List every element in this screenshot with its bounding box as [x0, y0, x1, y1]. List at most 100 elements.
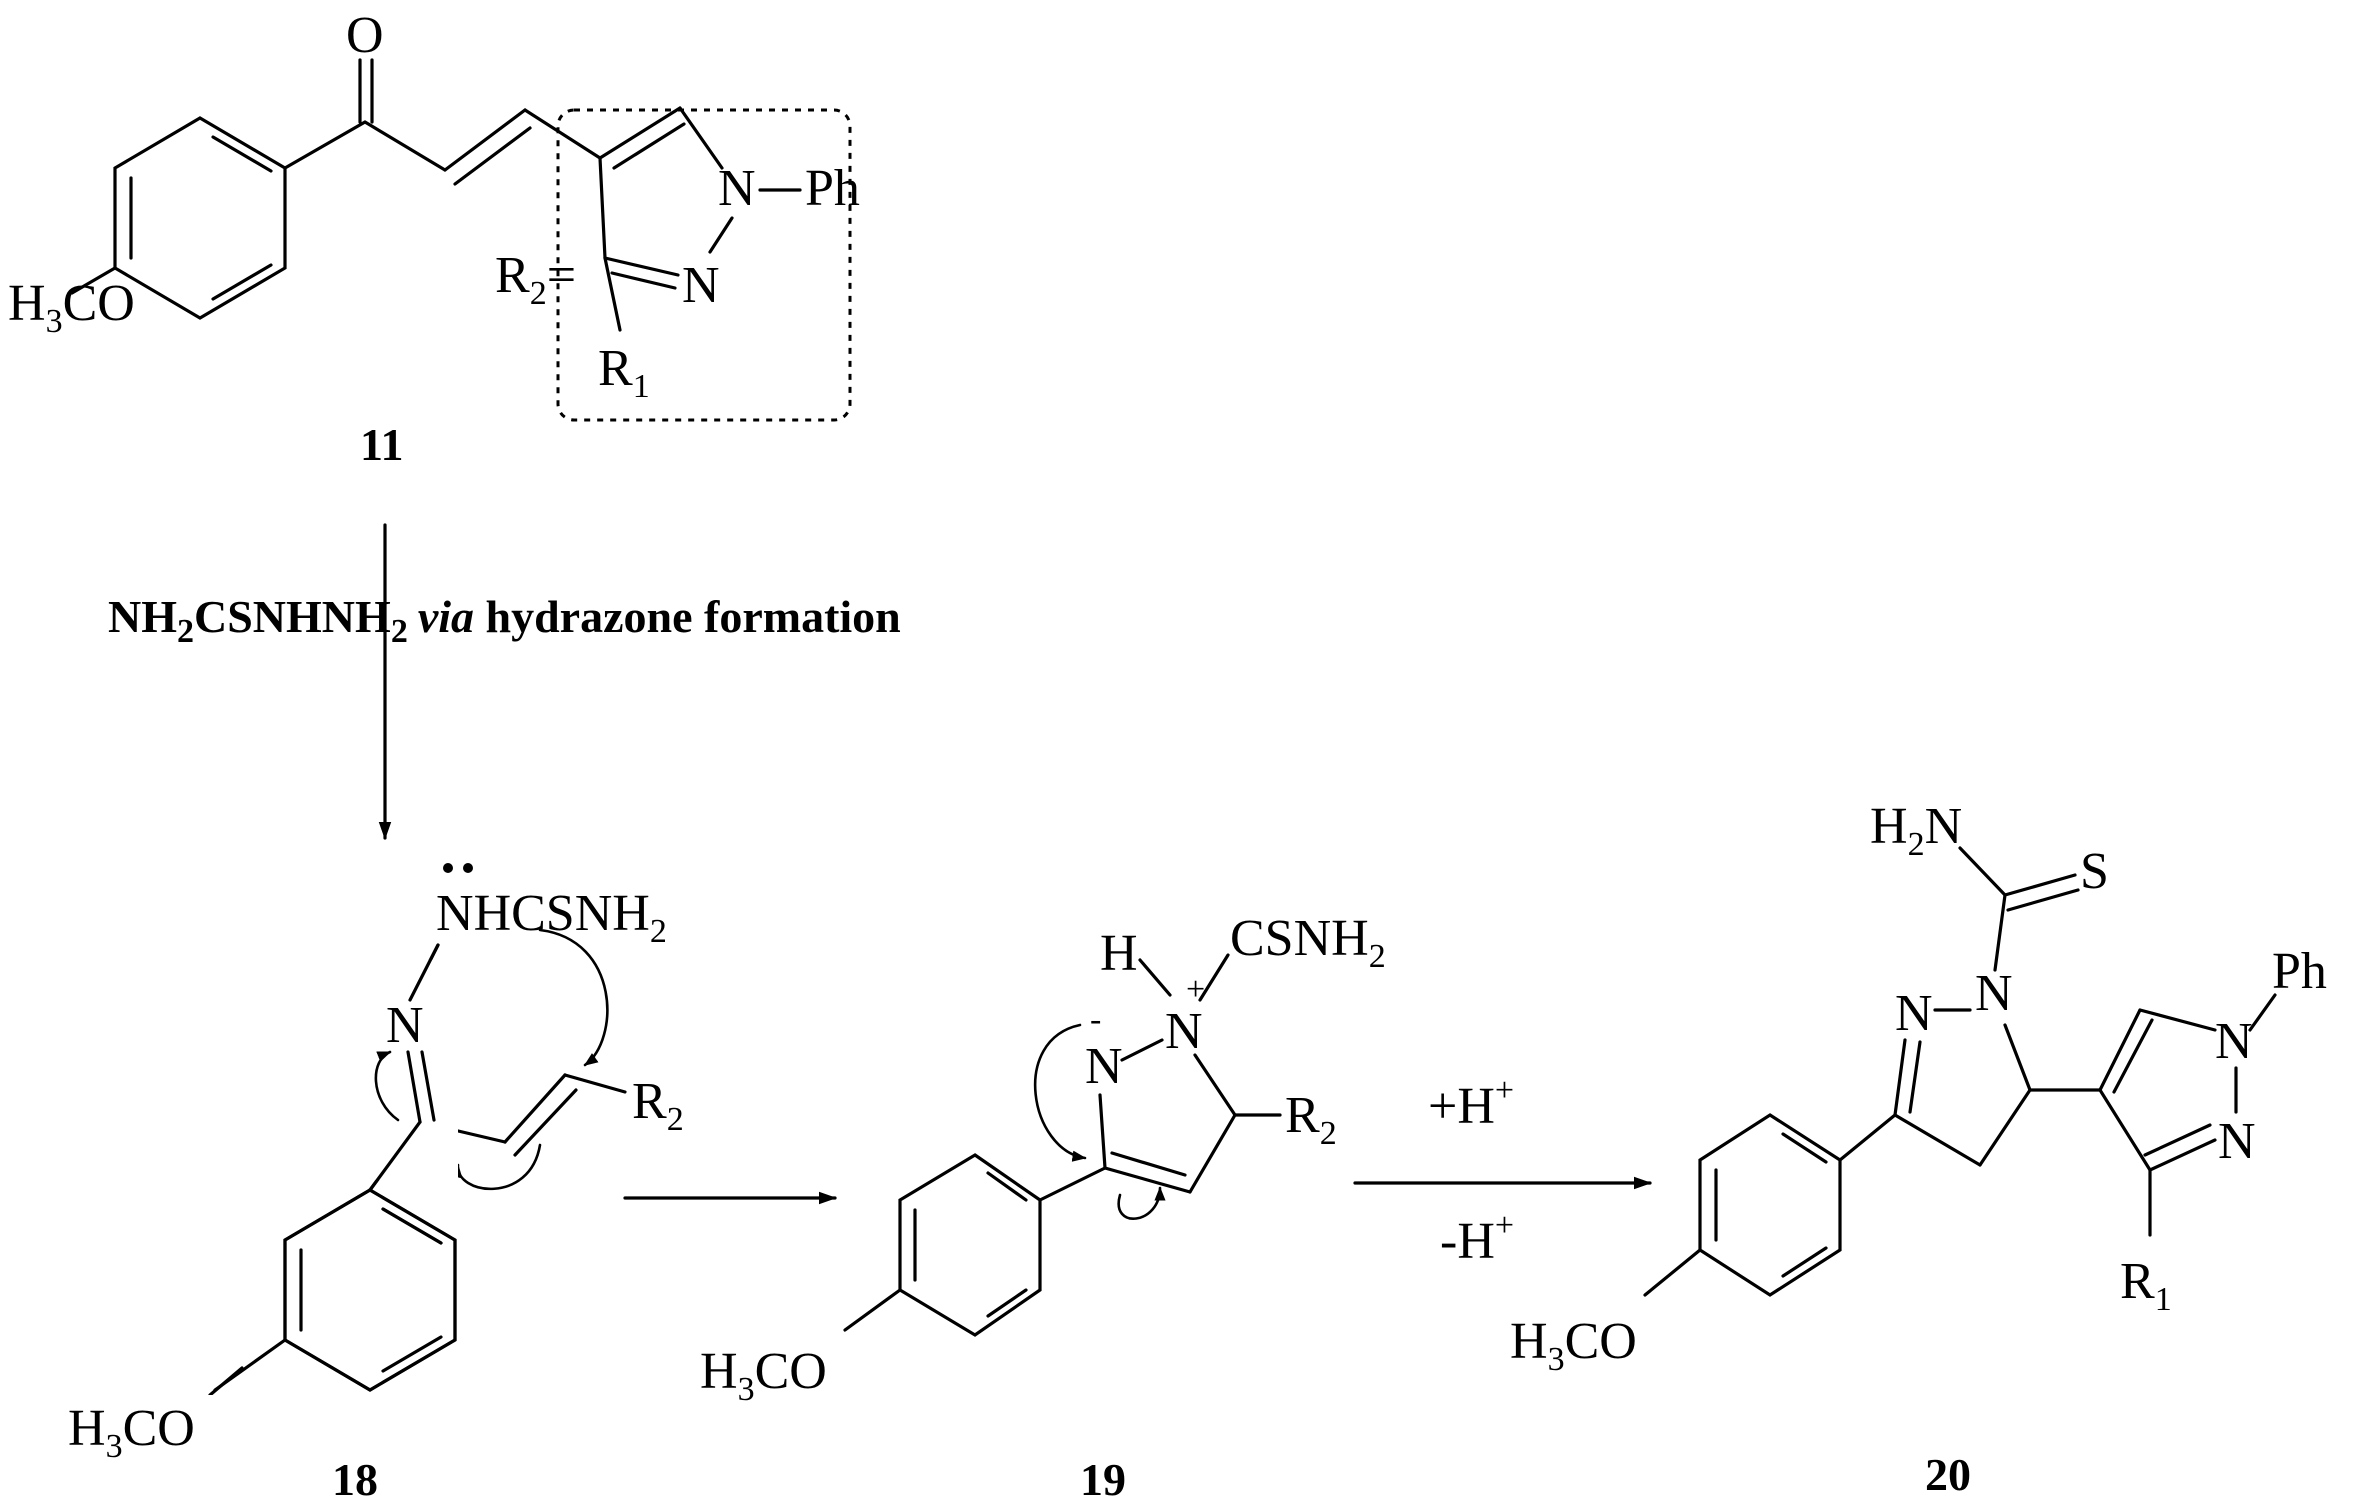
r2-bond	[563, 1073, 627, 1094]
pyrazole-double-bond	[2143, 1123, 2212, 1157]
ring-bond	[1978, 1088, 2032, 1167]
benzene-ring	[113, 116, 287, 320]
compound-11-number: 11	[360, 419, 403, 470]
oxygen-atom: O	[346, 7, 384, 64]
n-phenyl-bond	[2248, 993, 2277, 1032]
r2-label: R2	[632, 1073, 684, 1138]
aromatic-bond	[1781, 1246, 1828, 1278]
aromatic-bond	[211, 135, 273, 173]
thiosemicarbazide-group-label: NHCSNH2	[436, 885, 667, 950]
benzene-ring	[898, 1153, 1042, 1337]
curly-arrow	[538, 928, 609, 1067]
r1-bond	[603, 256, 622, 332]
pyrazole-n2-atom: N	[682, 257, 720, 314]
r2-label: R2	[1285, 1087, 1337, 1152]
aryl-imine-bond	[368, 1120, 422, 1192]
proton-transfer-step: +H+ -H+	[1353, 1072, 1652, 1270]
aryl-ring-bond	[1038, 1166, 1107, 1202]
amine-group-label: H2N	[1870, 798, 1962, 863]
anionic-nitrogen-atom: N	[1085, 1038, 1123, 1095]
compound-20-number: 20	[1925, 1449, 1971, 1500]
compound-11: H3CO O N Ph N R1 R2= 11	[8, 7, 860, 470]
methoxy-group-label: H3CO	[8, 275, 135, 340]
imine-nitrogen-atom: N	[386, 997, 424, 1054]
curly-arrow	[1033, 1023, 1087, 1162]
enone-double-bond	[443, 108, 527, 172]
compound-18-number: 18	[332, 1454, 378, 1505]
pyrazole-double-bond	[610, 271, 677, 290]
lone-pair-dot	[443, 863, 453, 873]
aromatic-bond	[381, 1335, 443, 1373]
c-n-double-bond	[1908, 1040, 1922, 1114]
alkene-double-bond	[513, 1088, 578, 1157]
thioamide-group-label: CSNH2	[1230, 910, 1386, 975]
pyrazole-double-bond	[603, 256, 680, 277]
pyrazoline-n2-atom: N	[1895, 985, 1933, 1042]
r1-label: R1	[2120, 1253, 2172, 1318]
enone-double-bond	[453, 126, 532, 186]
phenyl-label: Ph	[2272, 943, 2327, 1000]
n-thioamide-bond	[1198, 953, 1230, 1002]
lone-pair-dot	[463, 863, 473, 873]
thione-double-bond	[2003, 873, 2077, 897]
ring-bond	[1893, 1113, 1982, 1167]
pyrazole-double-bond	[2098, 1008, 2142, 1092]
aromatic-bond	[986, 1171, 1028, 1202]
n-h-bond	[1138, 958, 1172, 997]
label-mask	[278, 960, 458, 1180]
alkene-double-bond	[503, 1073, 567, 1144]
imine-double-bond	[406, 1050, 422, 1124]
n-n-bond	[1120, 1038, 1164, 1062]
aromatic-bond	[1781, 1132, 1828, 1164]
r2-definition-label: R2=	[495, 247, 576, 312]
ring-double-bond	[1103, 1166, 1192, 1194]
pyrazole-double-bond	[2148, 1138, 2217, 1172]
curly-arrow	[1117, 1186, 1166, 1220]
pyrazole-n1-atom: N	[718, 160, 756, 217]
pyrazole-double-bond	[2112, 1018, 2154, 1094]
aryl-carbonyl-bond	[283, 120, 367, 170]
pyrazoline-n1-atom: N	[1975, 965, 2013, 1022]
pyrazole-double-bond	[612, 122, 686, 170]
curly-arrow	[374, 1050, 400, 1122]
ring-bond	[2003, 1023, 2032, 1092]
c-n-bond	[1958, 846, 2007, 897]
aryl-ring-bond	[1838, 1113, 1897, 1162]
vinyl-pyrazole-bond	[523, 108, 602, 160]
benzene-ring	[1698, 1113, 1842, 1297]
label-mask	[80, 1055, 290, 1175]
n-thioamide-bond	[1993, 893, 2007, 972]
label-mask	[60, 1395, 220, 1455]
aromatic-bond	[211, 263, 273, 301]
r2-highlight-box	[556, 108, 852, 422]
pyrazole-double-bond	[598, 106, 682, 160]
enone-bond	[363, 120, 447, 172]
negative-charge: -	[1090, 1001, 1101, 1038]
methoxy-group-label-18: H3CO	[68, 1400, 195, 1465]
methoxy-bond	[213, 1338, 287, 1392]
pyrazole-n-n-bond	[708, 216, 734, 254]
deprotonation-label: -H+	[1440, 1207, 1514, 1270]
benzene-ring	[283, 1188, 457, 1392]
ring-double-bond	[1110, 1151, 1187, 1177]
methoxy-group-label: H3CO	[700, 1343, 827, 1408]
pyrazole-bond	[598, 156, 607, 260]
ammonium-nitrogen-atom: N	[1165, 1003, 1203, 1060]
compound-19: H CSNH2 N + N - R2 H3CO 19	[700, 910, 1386, 1505]
hydrogen-atom: H	[1100, 925, 1138, 982]
thione-double-bond	[2006, 888, 2080, 912]
c-n-double-bond	[1893, 1038, 1907, 1117]
n-n-bond	[408, 943, 440, 1002]
protonation-label: +H+	[1428, 1072, 1514, 1135]
compound-18-structure: N NHCSNH2 R2 18	[213, 863, 684, 1505]
pyrazole-bond	[2138, 1008, 2217, 1032]
methoxy-bond	[1643, 1248, 1702, 1297]
compound-20: H2N S N N N Ph N R1 H3CO	[1510, 798, 2327, 1500]
compound-19-number: 19	[1080, 1454, 1126, 1505]
methoxy-bond	[843, 1288, 902, 1332]
r1-label: R1	[598, 340, 650, 405]
ring-bond	[1193, 1053, 1237, 1117]
